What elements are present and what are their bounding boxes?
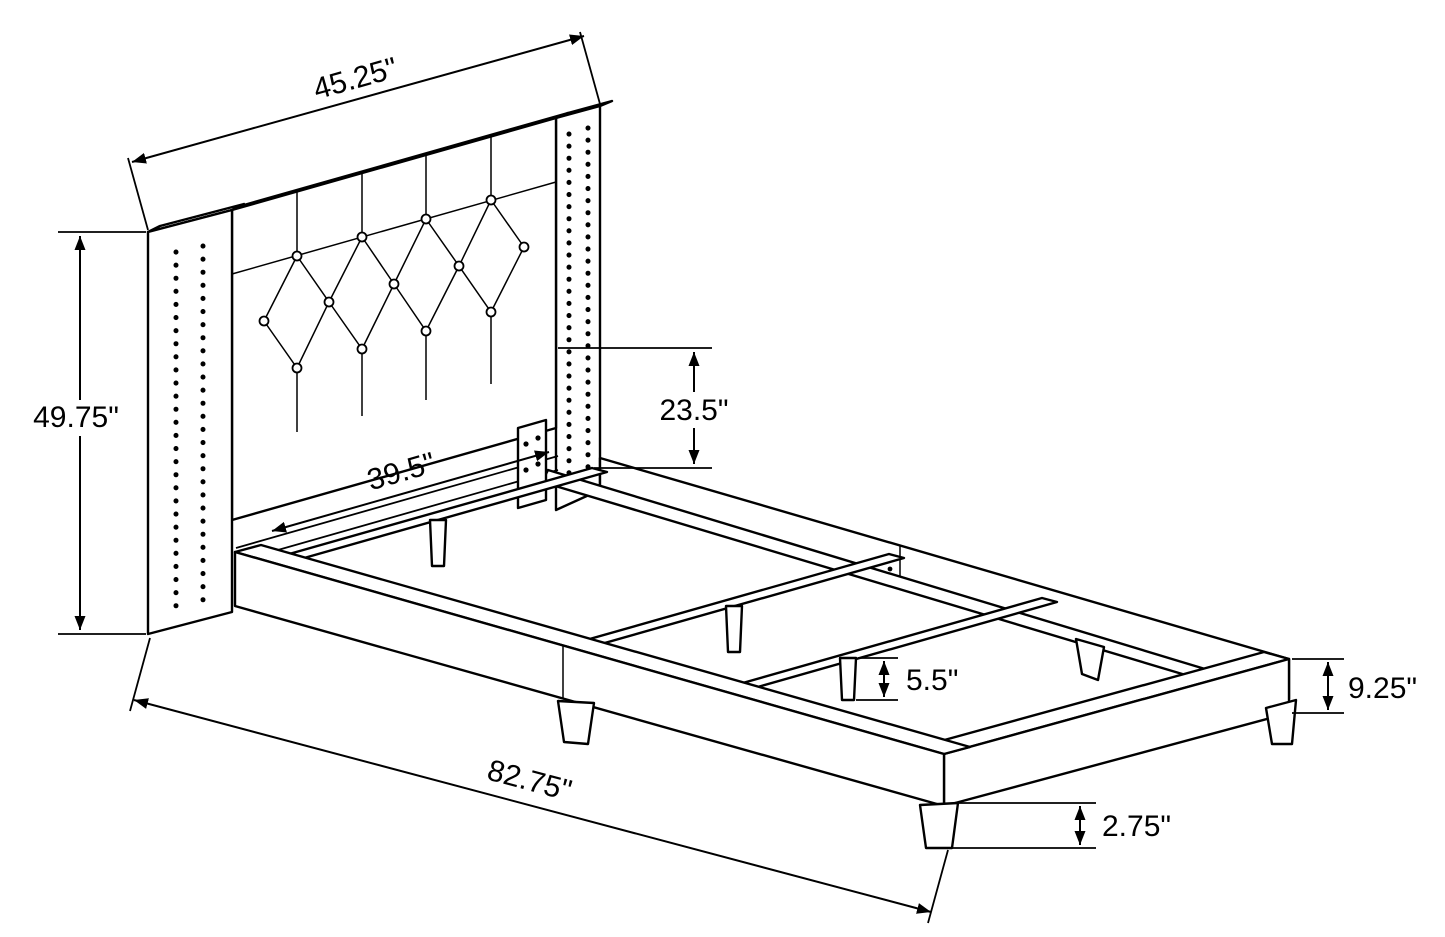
label-backdrop [20,400,132,436]
dim-headboard-height: 49.75" [20,231,146,635]
front-corner-foot [918,801,960,850]
far-corner-foot [1264,698,1298,746]
center-leg-3 [838,656,858,702]
dimension-label-headboard-width: 45.25" [310,51,401,106]
dimension-label-foot-height: 2.75" [1102,810,1171,843]
dimension-label-center-leg-height: 5.5" [906,664,958,697]
dim-panel-to-rail-height: 23.5" [558,347,746,469]
dimension-label-panel-to-rail: 23.5" [659,394,728,427]
left-wing [146,208,234,636]
slat-3 [716,596,1059,696]
front-mid-foot [556,699,596,746]
far-mid-foot [1074,637,1106,682]
center-leg-1 [428,518,448,568]
dimension-label-side-rail-height: 9.25" [1348,672,1417,705]
front-side-rail [233,550,946,808]
label-backdrop [642,392,746,428]
dimension-label-headboard-height: 49.75" [33,401,119,434]
dim-side-rail-height: 9.25" [1292,658,1417,714]
tufting-pattern [231,136,557,432]
headboard [146,99,614,636]
tufting-buttons [258,194,530,374]
dim-foot-height: 2.75" [950,802,1171,849]
dim-center-leg-height: 5.5" [856,657,958,701]
dimension-label-overall-length: 82.75" [484,754,575,808]
center-leg-2 [724,604,744,654]
right-wing [554,104,602,512]
